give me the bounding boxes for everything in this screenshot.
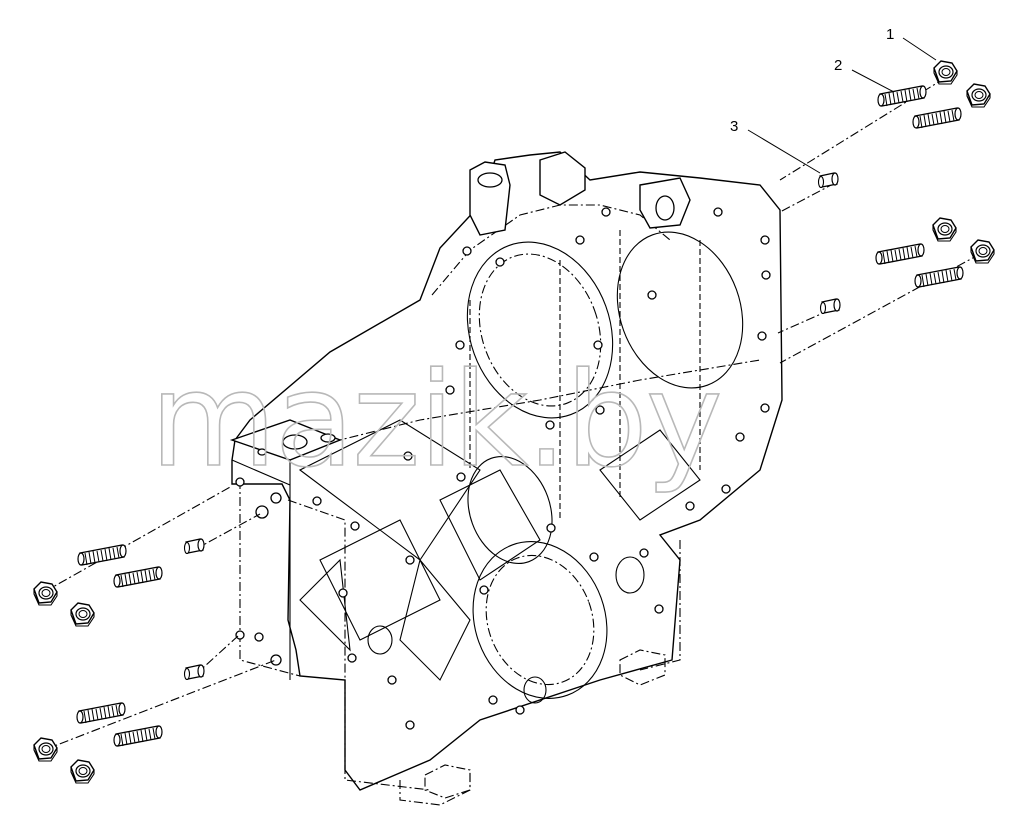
nut-icon: [970, 239, 995, 264]
callout-1: 1: [886, 26, 937, 61]
callout-3: 3: [730, 118, 821, 174]
callout-number: 3: [730, 118, 738, 135]
callout-2: 2: [834, 57, 895, 93]
nut-icon: [33, 737, 58, 762]
stud-icon: [76, 702, 126, 724]
callout-number: 1: [886, 26, 894, 43]
nut-icon: [70, 759, 95, 784]
mounting-holes: [235, 207, 771, 730]
stud-icon: [77, 544, 127, 566]
timing-gear-housing: [229, 151, 783, 806]
dowel-pin-icon: [817, 172, 839, 189]
stud-icon: [875, 243, 925, 265]
nut-icon: [70, 602, 95, 627]
stud-icon: [877, 85, 927, 107]
nut-icon: [933, 60, 958, 85]
watermark-text: mazik.by: [150, 344, 721, 496]
nut-icon: [966, 83, 991, 108]
dowel-pin-icon: [819, 298, 841, 315]
callout-number: 2: [834, 57, 842, 74]
nut-icon: [932, 217, 957, 242]
stud-icon: [914, 266, 964, 288]
dowel-pin-icon: [183, 664, 205, 681]
stud-icon: [113, 566, 163, 588]
stud-icon: [912, 107, 962, 129]
stud-icon: [113, 725, 163, 747]
nut-icon: [33, 581, 58, 606]
dowel-pin-icon: [183, 538, 205, 555]
